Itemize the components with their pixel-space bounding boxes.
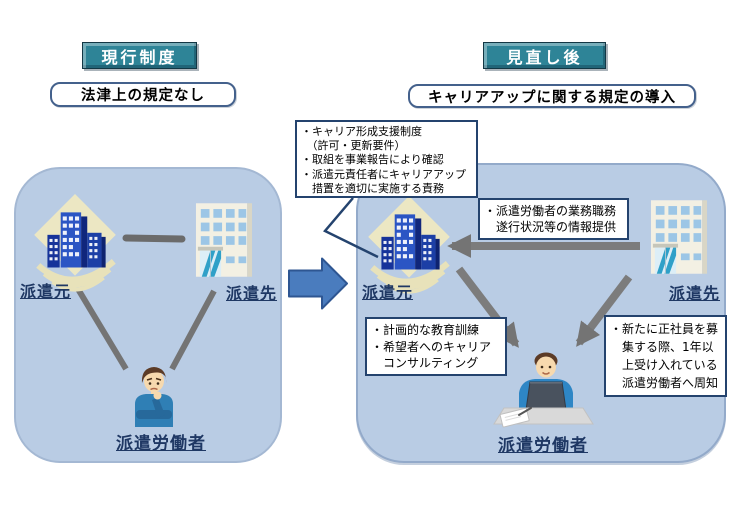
revised-system-subtitle: キャリアアップに関する規定の導入 (408, 84, 696, 108)
current-system-subtitle: 法津上の規定なし (50, 82, 236, 107)
worker-label: 派遣労働者 (116, 434, 206, 454)
office-building-icon (195, 202, 253, 278)
revised-system-title: 見直し後 (483, 42, 606, 69)
worker-label: 派遣労働者 (498, 436, 588, 456)
client-label: 派遣先 (226, 284, 278, 303)
right-arrow-icon (288, 257, 348, 310)
info-provision-note: ・派遣労働者の業務職務 遂行状況等の情報提供 (478, 198, 629, 240)
agency-label: 派遣元 (362, 283, 414, 302)
current-system-title: 現行制度 (82, 42, 197, 69)
client-label: 派遣先 (669, 284, 721, 303)
training-note: ・計画的な教育訓練 ・希望者へのキャリア コンサルティング (365, 317, 507, 376)
notification-note: ・新たに正社員を募 集する際、1年以 上受け入れている 派遣労働者へ周知 (604, 315, 727, 397)
agency-label: 派遣元 (20, 282, 72, 301)
worried-worker-icon (128, 364, 180, 430)
office-building-icon (650, 199, 708, 275)
career-support-note: ・キャリア形成支援制度 （許可・更新要件） ・取組を事業報告により確認 ・派遣元… (295, 120, 478, 198)
